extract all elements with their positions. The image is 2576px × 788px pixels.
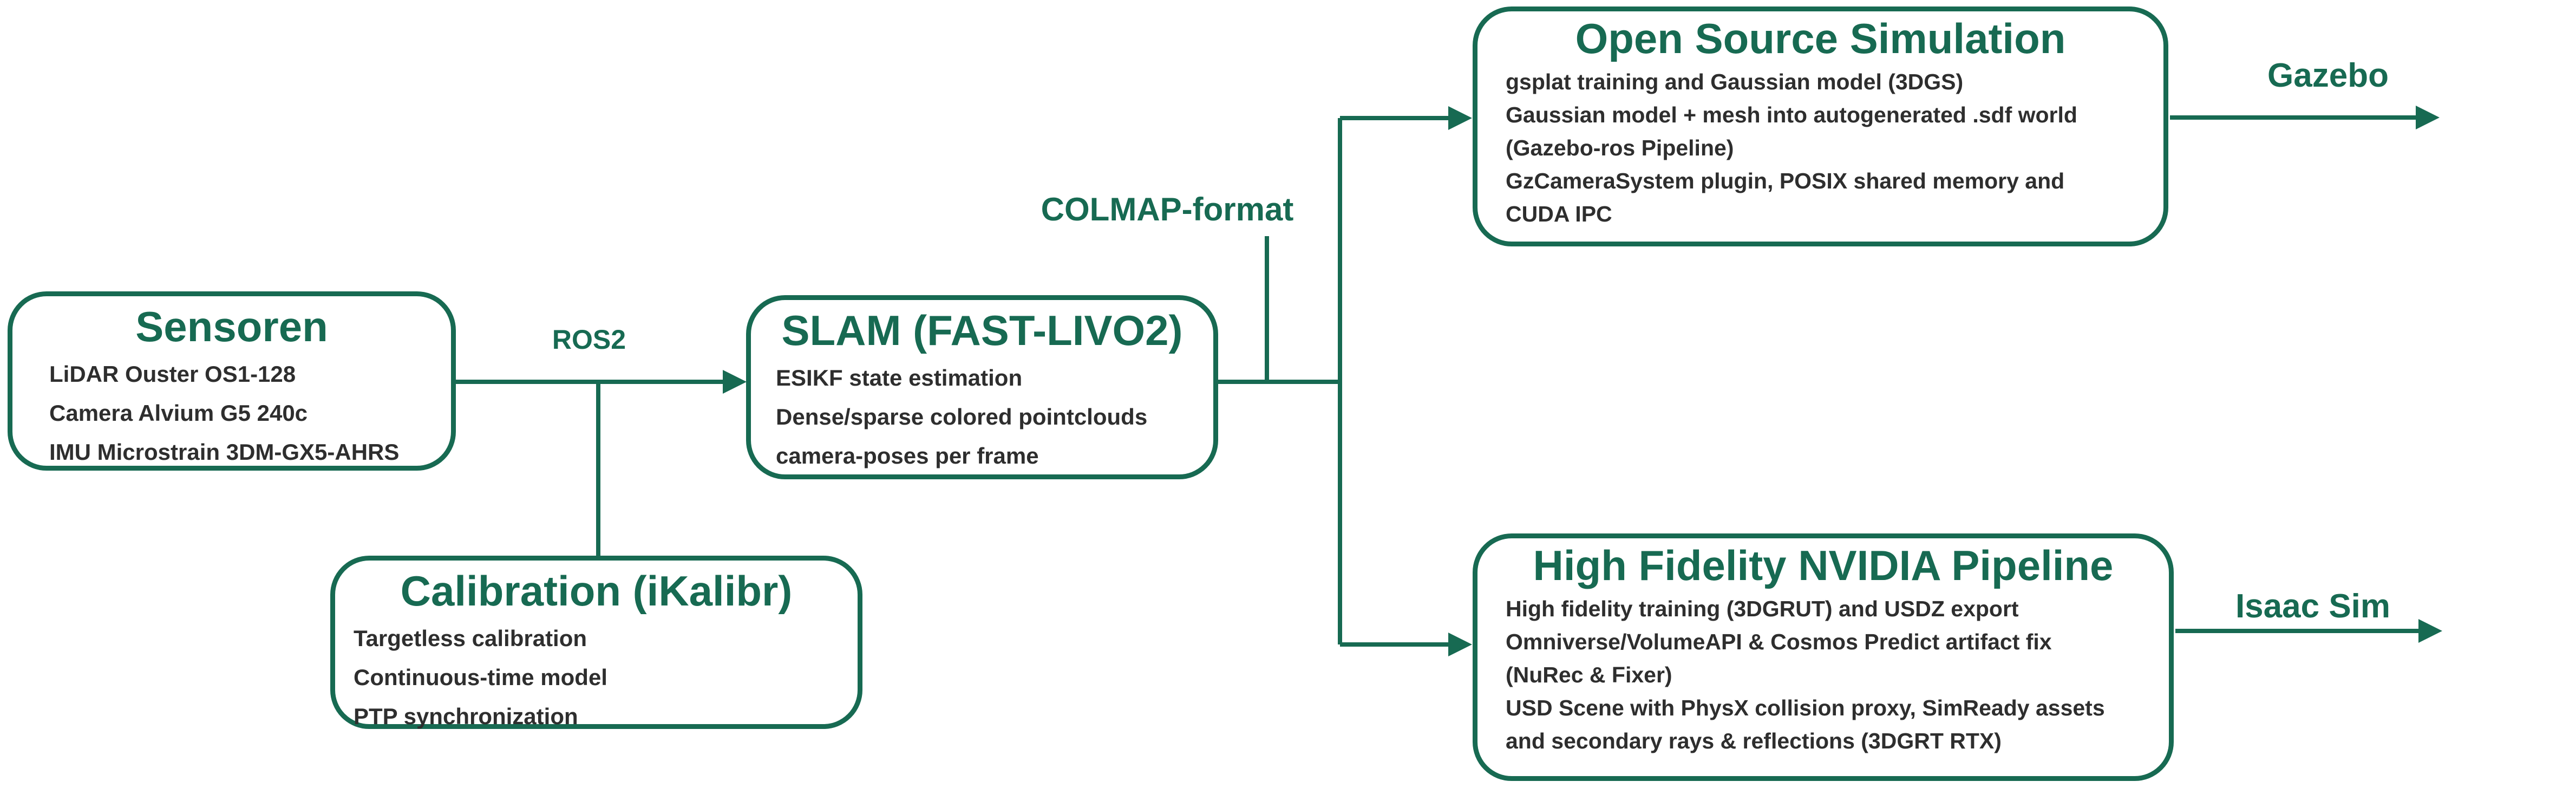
node-title: Sensoren bbox=[135, 303, 328, 350]
node-line: Gaussian model + mesh into autogenerated… bbox=[1506, 102, 2077, 128]
node-title: Open Source Simulation bbox=[1575, 15, 2066, 62]
edge-label-gazebo: Gazebo bbox=[2267, 57, 2389, 94]
node-open-source-simulation: Open Source Simulation gsplat training a… bbox=[1473, 6, 2168, 246]
node-line: IMU Microstrain 3DM-GX5-AHRS bbox=[49, 439, 400, 465]
node-line: ESIKF state estimation bbox=[776, 365, 1023, 391]
node-line: (NuRec & Fixer) bbox=[1506, 662, 1672, 688]
edge-label-colmap-format: COLMAP-format bbox=[1041, 191, 1294, 227]
node-line: Omniverse/VolumeAPI & Cosmos Predict art… bbox=[1506, 629, 2052, 655]
node-line: LiDAR Ouster OS1-128 bbox=[49, 361, 296, 387]
node-line: Dense/sparse colored pointclouds bbox=[776, 404, 1148, 430]
node-title: Calibration (iKalibr) bbox=[400, 567, 793, 615]
edge-label-ros2: ROS2 bbox=[552, 324, 626, 355]
node-sensoren: Sensoren LiDAR Ouster OS1-128 Camera Alv… bbox=[8, 291, 456, 471]
node-title: SLAM (FAST-LIVO2) bbox=[781, 307, 1183, 354]
node-line: Targetless calibration bbox=[354, 626, 587, 652]
node-line: High fidelity training (3DGRUT) and USDZ… bbox=[1506, 596, 2019, 622]
node-calibration: Calibration (iKalibr) Targetless calibra… bbox=[330, 556, 862, 729]
node-line: Camera Alvium G5 240c bbox=[49, 400, 308, 426]
node-line: (Gazebo-ros Pipeline) bbox=[1506, 135, 1734, 161]
node-line: camera-poses per frame bbox=[776, 443, 1039, 469]
node-title: High Fidelity NVIDIA Pipeline bbox=[1533, 542, 2114, 589]
node-line: and secondary rays & reflections (3DGRT … bbox=[1506, 728, 2002, 754]
node-line: PTP synchronization bbox=[354, 704, 578, 730]
node-line: Continuous-time model bbox=[354, 665, 607, 691]
node-nvidia-pipeline: High Fidelity NVIDIA Pipeline High fidel… bbox=[1473, 533, 2174, 781]
edge-label-isaac-sim: Isaac Sim bbox=[2235, 588, 2391, 625]
node-line: gsplat training and Gaussian model (3DGS… bbox=[1506, 69, 1964, 95]
node-line: GzCameraSystem plugin, POSIX shared memo… bbox=[1506, 168, 2065, 194]
node-line: CUDA IPC bbox=[1506, 201, 1612, 227]
node-line: USD Scene with PhysX collision proxy, Si… bbox=[1506, 695, 2105, 721]
node-slam: SLAM (FAST-LIVO2) ESIKF state estimation… bbox=[746, 295, 1218, 479]
